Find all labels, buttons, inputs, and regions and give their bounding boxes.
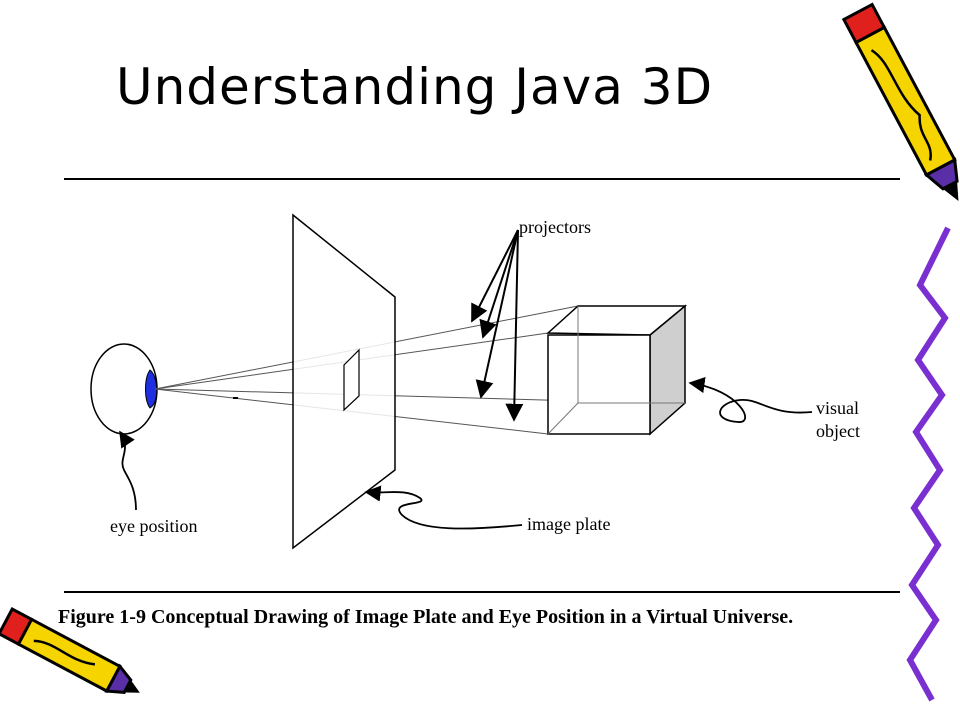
label-visual: visual [816,398,859,418]
pencil-icon [841,2,959,201]
image-plate [233,213,396,550]
label-projectors: projectors [519,217,591,237]
slide-title: Understanding Java 3D [116,58,714,116]
pencil-icon [0,607,140,694]
eye-position-pointer [119,430,137,511]
image-plate-pointer [364,485,523,530]
cube-visual-object [546,304,688,436]
figure-caption: Figure 1-9 Conceptual Drawing of Image P… [58,606,794,628]
zigzag-border [906,226,951,702]
projector-arrows [471,229,524,422]
eye [90,343,158,435]
label-object: object [816,421,860,441]
label-image-plate: image plate [527,514,610,534]
visual-object-pointer [688,377,813,423]
label-eye-position: eye position [110,516,198,536]
